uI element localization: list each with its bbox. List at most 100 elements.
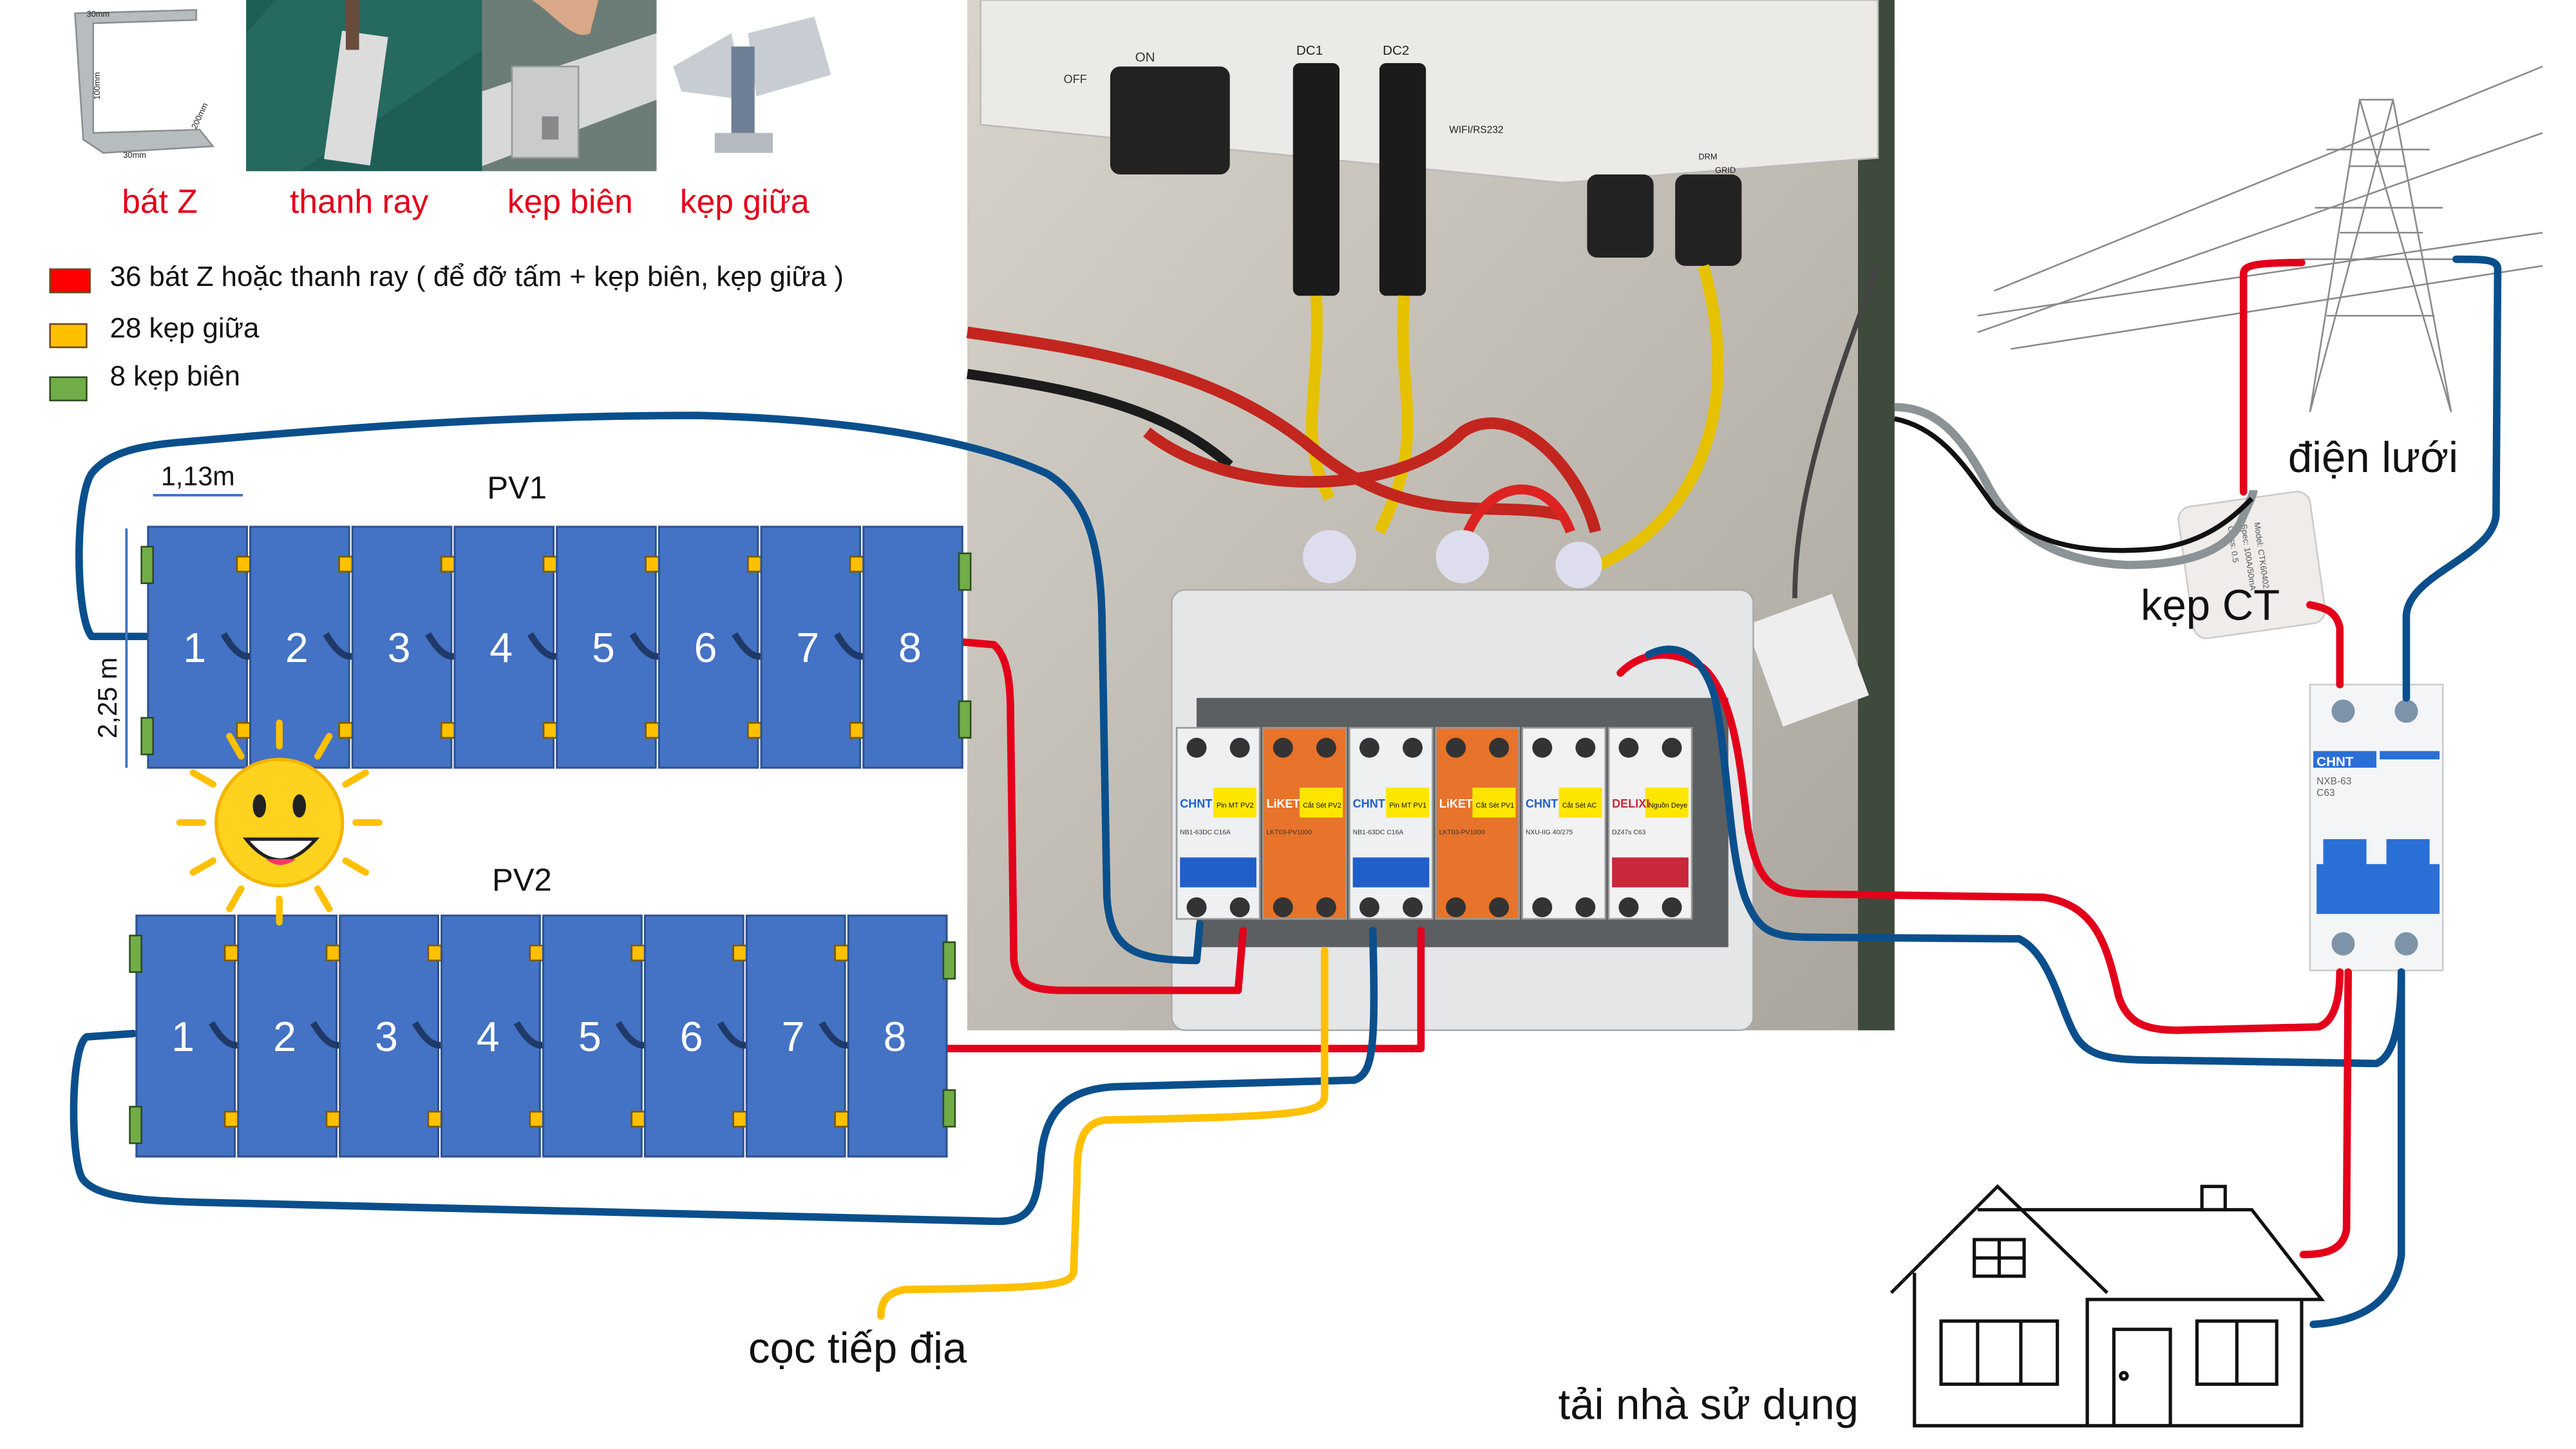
solar-panel: [847, 914, 948, 1158]
combiner-device: [1607, 726, 1693, 920]
combiner-device: [1435, 726, 1520, 920]
wire-pv2-negative: [70, 927, 1378, 1226]
part-thanh-ray-image: [246, 0, 482, 171]
end-clamp: [129, 934, 142, 973]
end-clamp: [958, 700, 972, 739]
solar-panel: [862, 526, 963, 769]
switch-on-label: ON: [1135, 50, 1155, 64]
device-tag-text: Cắt Sét AC: [1562, 801, 1597, 810]
dim-label: 100mm: [92, 72, 102, 100]
breaker-handle: [1180, 857, 1256, 887]
device-tag: [1645, 788, 1689, 818]
dc1-label: DC1: [1296, 43, 1323, 58]
end-clamp: [140, 717, 154, 755]
sun-ray: [342, 769, 370, 788]
legend: 36 bát Z hoặc thanh ray ( để đỡ tấm + kẹ…: [49, 261, 844, 402]
wire-pv2-positive: [936, 927, 1425, 1052]
dim-label: 200mm: [189, 101, 210, 130]
device-model: DZ47s C63: [1612, 829, 1645, 836]
part-label: kẹp biên: [507, 182, 633, 220]
device-model: LKT03-PV1000: [1439, 829, 1485, 836]
device-tag-text: Cắt Sét PV2: [1303, 801, 1341, 810]
panel-number: 6: [694, 625, 717, 671]
wire-grid-neutral: [2402, 255, 2502, 702]
pv2-label: PV2: [492, 863, 552, 898]
legend-swatch-red: [49, 268, 91, 294]
dc2-connector: [1379, 63, 1426, 296]
breaker-handle: [1612, 857, 1689, 887]
sun-ray: [314, 733, 333, 760]
end-clamp: [129, 1106, 142, 1144]
panel-number: 1: [183, 625, 206, 671]
end-clamp: [958, 552, 972, 591]
pv1-label: PV1: [487, 471, 547, 506]
dc2-label: DC2: [1383, 43, 1409, 58]
device-tag-text: Pin MT PV1: [1389, 802, 1426, 810]
wire-pv1-negative: [75, 412, 1204, 965]
legend-item: 8 kẹp biên: [110, 361, 240, 392]
panel-width-label: 1,13m: [161, 461, 235, 491]
device-model: NXU-IIG 40/275: [1526, 829, 1573, 836]
device-brand: DELIXI: [1612, 797, 1649, 810]
device-tag: [1472, 788, 1516, 818]
device-tag: [1300, 788, 1343, 818]
wires: [70, 255, 2502, 1329]
legend-item: 36 bát Z hoặc thanh ray ( để đỡ tấm + kẹ…: [110, 261, 844, 292]
ground-label: cọc tiếp địa: [748, 1324, 967, 1372]
device-brand: LiKET: [1266, 797, 1300, 810]
device-model: LKT03-PV1000: [1266, 829, 1312, 836]
part-kep-bien-image: [482, 0, 657, 171]
device-brand: CHNT: [1353, 797, 1385, 810]
dc1-connector: [1293, 63, 1340, 296]
house-label: tải nhà sử dụng: [1558, 1381, 1859, 1429]
sun-ray: [189, 857, 217, 876]
panel-height-label: 2,25 m: [93, 658, 122, 739]
wire-pv1-positive: [952, 638, 1247, 994]
panel-number: 2: [285, 625, 308, 671]
panel-number: 7: [782, 1014, 805, 1060]
power-tower: [1977, 66, 2543, 413]
panel-number: 5: [578, 1014, 601, 1060]
panel-number: 8: [898, 625, 922, 671]
breaker-model: NXB-63: [2316, 776, 2351, 787]
sun-ray: [314, 885, 333, 913]
panel-number: 5: [592, 625, 615, 671]
dim-label: 30mm: [123, 150, 146, 160]
legend-item: 28 kẹp giữa: [110, 312, 260, 344]
breaker-rating: C63: [2316, 788, 2334, 799]
dim-label: 30mm: [86, 9, 109, 19]
wire-grid-line: [2239, 258, 2344, 688]
combiner-device: [1521, 726, 1607, 920]
sun-ray: [226, 885, 245, 913]
ct-label: kẹp CT: [2141, 581, 2280, 629]
sun-ray: [189, 769, 217, 788]
device-tag: [1558, 788, 1602, 818]
device-brand: CHNT: [1526, 797, 1558, 810]
panel-number: 1: [171, 1014, 194, 1060]
wire-ground: [877, 947, 1329, 1320]
part-bat-z-image: 30mm 100mm 200mm 30mm: [74, 9, 215, 160]
device-tag-text: Nguồn Deye: [1649, 802, 1687, 810]
breaker-brand: CHNT: [2316, 755, 2354, 770]
combiner-device: [1175, 726, 1261, 920]
device-tag-text: Cắt Sét PV1: [1476, 801, 1515, 810]
wire-ac-neutral: [1645, 645, 2405, 1068]
drm-label: DRM: [1698, 152, 1717, 162]
device-brand: CHNT: [1180, 797, 1212, 810]
part-label: bát Z: [122, 182, 198, 220]
house-icon: [1889, 1184, 2325, 1428]
combiner-device: [1262, 726, 1347, 920]
part-label: thanh ray: [290, 182, 428, 220]
solar-panel: [339, 914, 439, 1158]
device-tag: [1386, 788, 1430, 818]
wire-load-line: [2299, 968, 2353, 1258]
panel-number: 2: [273, 1014, 296, 1060]
panel-number: 4: [489, 625, 513, 671]
solar-panel: [658, 526, 759, 769]
sun-ray: [226, 733, 245, 760]
